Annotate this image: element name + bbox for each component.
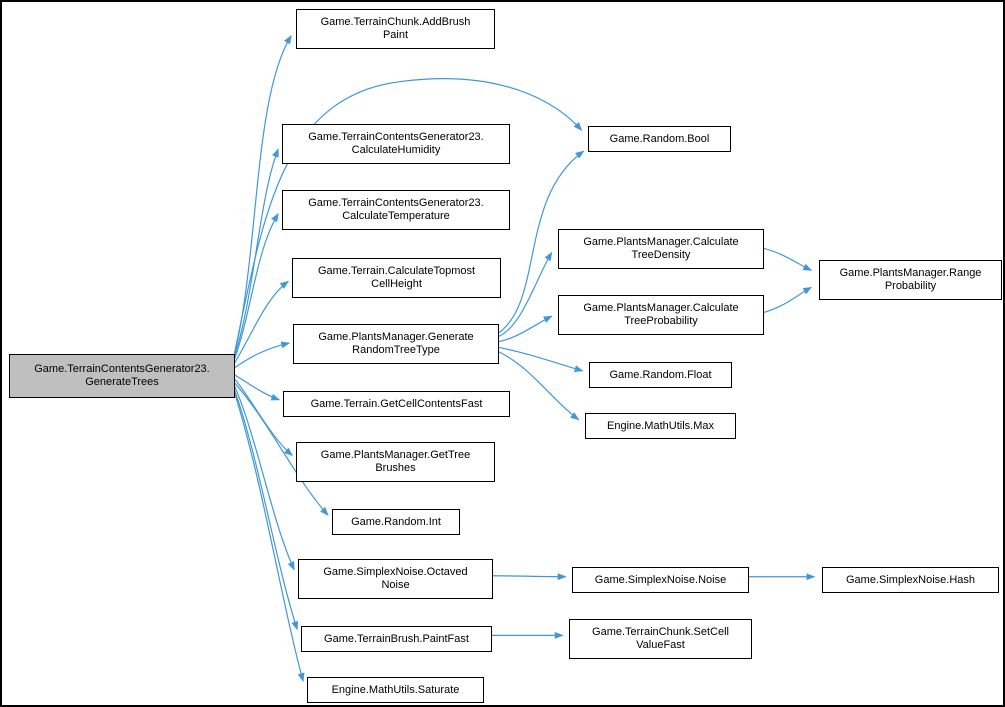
node-label-line: Game.PlantsManager.Generate xyxy=(318,331,474,343)
edge-calculate-tree-density-to-range-probability xyxy=(760,247,813,272)
node-simplex-noise[interactable]: Game.SimplexNoise.Noise xyxy=(572,567,749,593)
edge-generate-random-tree-type-to-calculate-tree-probability xyxy=(496,315,553,343)
node-calculate-humidity[interactable]: Game.TerrainContentsGenerator23.Calculat… xyxy=(282,124,510,164)
node-label-line: Game.PlantsManager.Calculate xyxy=(583,302,739,314)
node-paint-fast[interactable]: Game.TerrainBrush.PaintFast xyxy=(301,626,492,652)
node-label-line: CalculateHumidity xyxy=(351,144,441,156)
edge-generate-trees-to-paint-fast xyxy=(233,389,299,631)
edge-generate-trees-to-saturate xyxy=(233,392,305,683)
node-label-line: Engine.MathUtils.Saturate xyxy=(331,683,460,696)
node-calculate-temperature[interactable]: Game.TerrainContentsGenerator23.Calculat… xyxy=(282,190,510,230)
edge-generate-trees-to-calculate-temperature xyxy=(233,212,279,360)
edge-octaved-noise-to-simplex-noise xyxy=(491,573,567,581)
node-label-line: Game.SimplexNoise.Noise xyxy=(594,573,727,586)
node-label-line: CellHeight xyxy=(371,278,422,290)
node-label-line: Game.Random.Bool xyxy=(609,132,710,145)
edge-generate-random-tree-type-to-random-float xyxy=(496,346,584,372)
node-label-line: Probability xyxy=(884,280,937,292)
node-label-line: Game.TerrainContentsGenerator23. xyxy=(34,363,210,375)
node-random-int[interactable]: Game.Random.Int xyxy=(332,509,460,535)
node-label-line: Game.Random.Int xyxy=(351,515,441,528)
node-label-line: Game.PlantsManager.Range xyxy=(839,267,982,279)
node-label-line: Paint xyxy=(382,29,409,41)
node-label-line: Game.PlantsManager.GetTree xyxy=(320,449,471,461)
edge-generate-trees-to-calculate-humidity xyxy=(233,148,279,357)
edge-generate-trees-to-generate-random-tree-type xyxy=(234,341,291,369)
node-label-line: ValueFast xyxy=(636,639,685,651)
node-mathutils-max[interactable]: Engine.MathUtils.Max xyxy=(585,413,736,439)
node-label-line: Game.Terrain.GetCellContentsFast xyxy=(310,397,483,410)
node-simplex-hash[interactable]: Game.SimplexNoise.Hash xyxy=(822,567,999,593)
node-label-line: Noise xyxy=(381,579,410,591)
node-label-line: Game.TerrainContentsGenerator23. xyxy=(308,197,484,209)
node-label-line: GenerateTrees xyxy=(85,376,159,388)
edge-generate-trees-to-get-cell-contents-fast xyxy=(234,374,281,401)
node-label-line: Engine.MathUtils.Max xyxy=(607,419,714,432)
node-random-float[interactable]: Game.Random.Float xyxy=(589,362,732,388)
node-label-line: Game.Terrain.CalculateTopmost xyxy=(317,265,476,277)
node-label-line: CalculateTemperature xyxy=(342,210,450,222)
node-label-line: Game.TerrainBrush.PaintFast xyxy=(324,632,469,645)
node-saturate[interactable]: Engine.MathUtils.Saturate xyxy=(307,677,484,703)
node-label-line: TreeDensity xyxy=(631,249,691,261)
edge-calculate-tree-probability-to-range-probability xyxy=(760,286,813,314)
node-label-line: Game.TerrainContentsGenerator23. xyxy=(308,131,484,143)
node-label-line: Game.SimplexNoise.Octaved xyxy=(323,566,468,578)
node-label-line: Game.Random.Float xyxy=(609,368,712,381)
node-get-cell-contents-fast[interactable]: Game.Terrain.GetCellContentsFast xyxy=(283,391,510,417)
node-label-line: TreeProbability xyxy=(624,315,698,327)
node-generate-trees: Game.TerrainContentsGenerator23.Generate… xyxy=(9,354,235,398)
node-label-line: Game.SimplexNoise.Hash xyxy=(846,573,975,586)
node-random-bool[interactable]: Game.Random.Bool xyxy=(588,126,731,152)
node-label-line: Game.TerrainChunk.SetCell xyxy=(592,626,729,638)
edge-generate-random-tree-type-to-calculate-tree-density xyxy=(496,251,553,338)
node-label-line: RandomTreeType xyxy=(352,344,440,356)
node-label-line: Brushes xyxy=(375,462,416,474)
node-label-line: Game.TerrainChunk.AddBrush xyxy=(320,16,471,28)
edge-generate-trees-to-calculate-topmost-cell-height xyxy=(234,280,290,364)
node-label-line: Game.PlantsManager.Calculate xyxy=(583,236,739,248)
